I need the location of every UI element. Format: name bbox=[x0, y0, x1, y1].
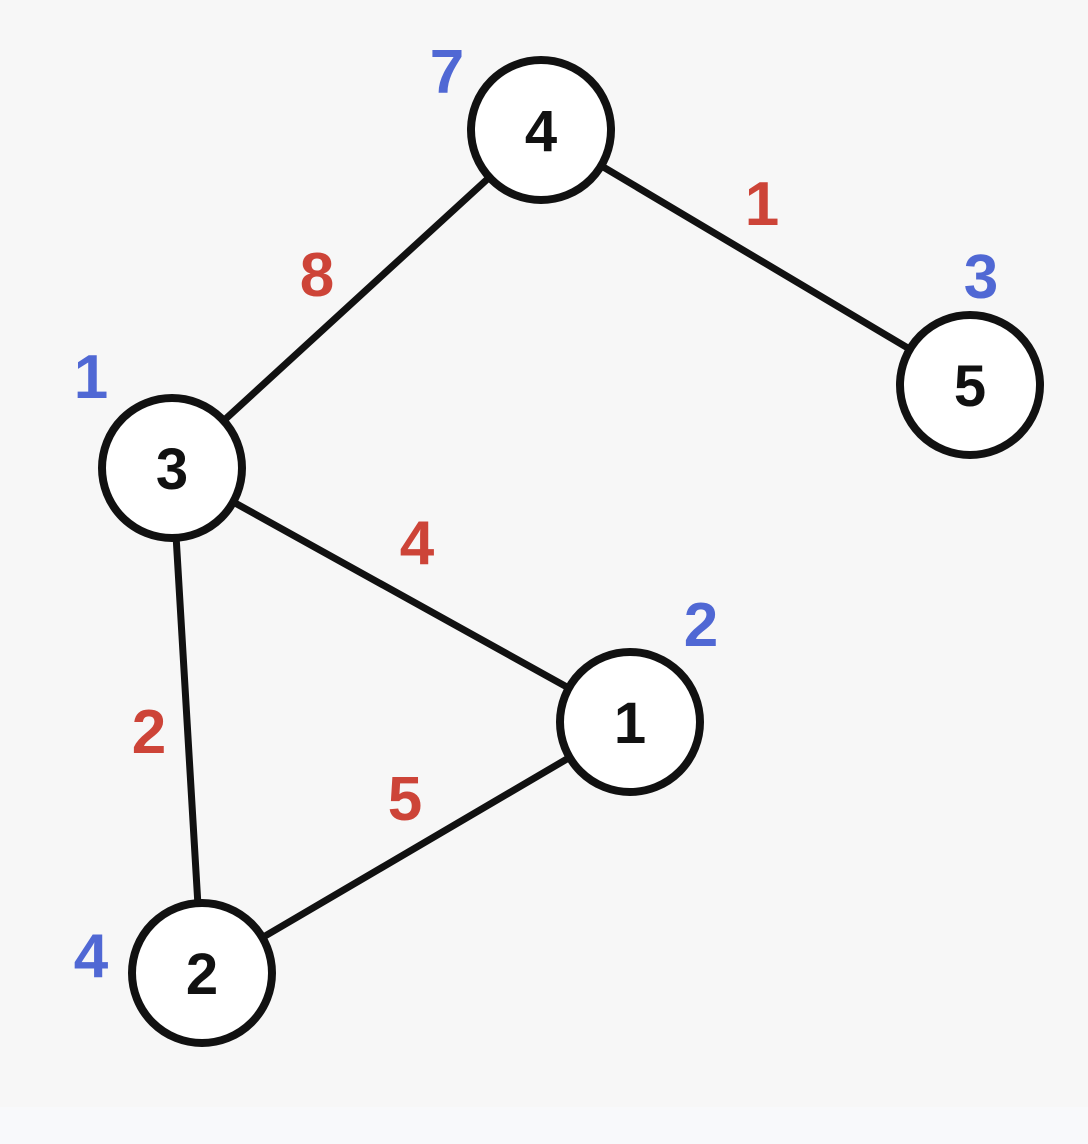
edge-3-1 bbox=[168, 464, 634, 726]
node-4 bbox=[467, 56, 615, 204]
node-weight-5: 3 bbox=[964, 243, 998, 312]
node-weight-1: 2 bbox=[684, 591, 718, 660]
node-3 bbox=[98, 394, 246, 542]
node-label-5: 5 bbox=[954, 354, 986, 419]
node-label-1: 1 bbox=[614, 691, 646, 756]
edge-2-1 bbox=[198, 718, 634, 977]
node-1 bbox=[556, 648, 704, 796]
edge-weight-labels-layer: 1 8 4 2 5 bbox=[132, 170, 779, 834]
node-2 bbox=[128, 899, 276, 1047]
node-label-2: 2 bbox=[186, 942, 218, 1007]
edge-weight-4-3: 8 bbox=[300, 241, 334, 310]
edge-weight-3-2: 2 bbox=[132, 698, 166, 767]
edge-weight-4-5: 1 bbox=[745, 170, 779, 239]
node-label-4: 4 bbox=[525, 99, 557, 164]
node-label-3: 3 bbox=[156, 437, 188, 502]
edge-3-2 bbox=[168, 464, 206, 977]
node-5 bbox=[896, 311, 1044, 459]
edge-weight-3-1: 4 bbox=[400, 509, 435, 578]
edge-4-3 bbox=[168, 126, 545, 472]
node-weight-3: 1 bbox=[74, 343, 108, 412]
edge-weight-2-1: 5 bbox=[388, 765, 422, 834]
node-weight-2: 4 bbox=[74, 922, 109, 991]
edge-4-5 bbox=[537, 126, 974, 389]
edges-layer bbox=[168, 126, 974, 977]
footer-strip bbox=[0, 1107, 1088, 1144]
node-weight-4: 7 bbox=[430, 38, 464, 107]
